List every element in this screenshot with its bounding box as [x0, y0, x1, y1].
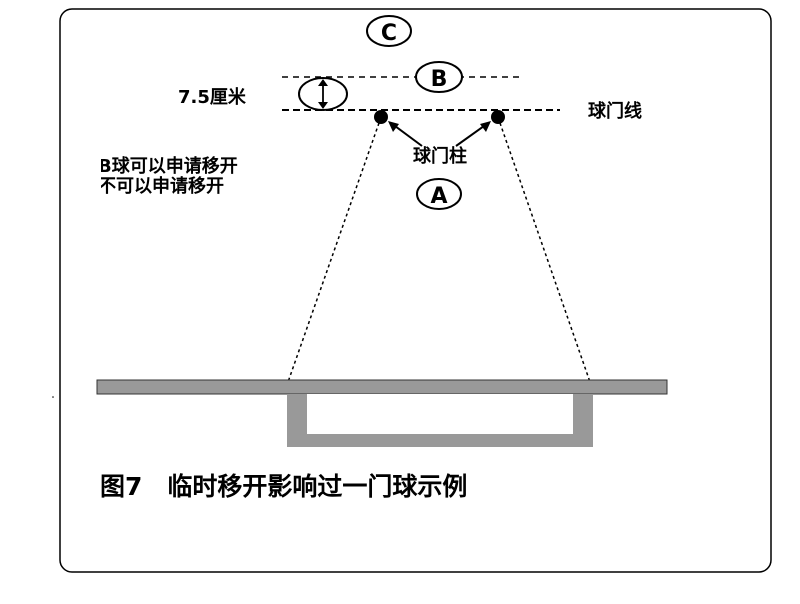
zone-b-label: B: [431, 67, 448, 92]
offset-measure-icon: [298, 77, 348, 111]
left-projection-line: [287, 122, 380, 383]
goal-posts-label: 球门柱: [413, 145, 467, 167]
zone-a-label: A: [430, 184, 447, 209]
ground-strip: [96, 379, 668, 395]
zone-c-marker: C: [366, 15, 412, 47]
right-goal-post: [491, 110, 505, 124]
note-line-1: B球可以申请移开: [98, 155, 238, 177]
left-goal-post: [374, 110, 388, 124]
zone-b-marker: B: [415, 61, 463, 93]
ground-trench: [287, 394, 593, 447]
stray-dot: [52, 396, 54, 398]
diagram-frame: [59, 8, 772, 573]
right-projection-line: [499, 122, 591, 383]
goal-line-label: 球门线: [588, 100, 642, 122]
note-line-2: 球不可以申请移开: [80, 175, 224, 197]
zone-c-label: C: [381, 21, 397, 46]
zone-a-marker: A: [416, 178, 462, 210]
goal-post-arrows: [388, 121, 491, 147]
figure-caption: 图7 临时移开影响过一门球示例: [100, 472, 467, 501]
offset-label: 7.5厘米: [178, 86, 247, 108]
